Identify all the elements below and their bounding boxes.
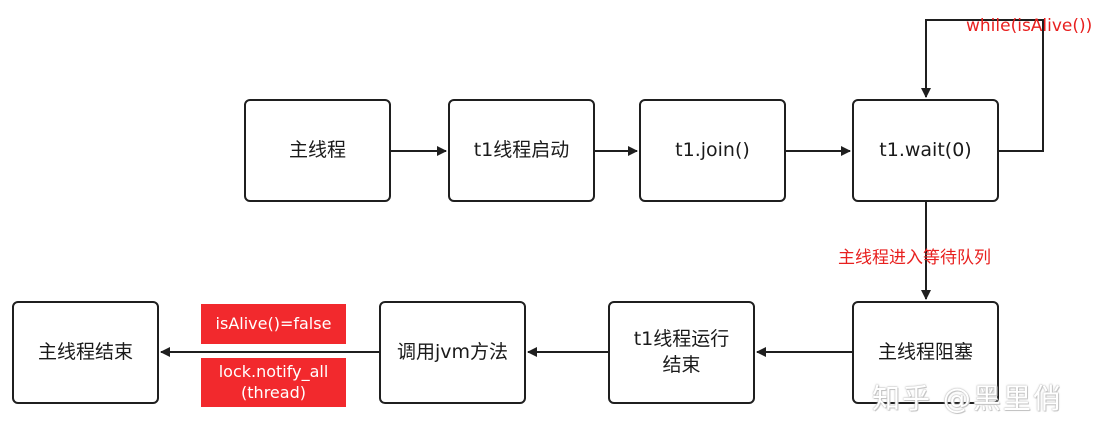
node-main-thread-label: 主线程: [288, 138, 346, 161]
node-main-end-label: 主线程结束: [37, 340, 133, 363]
loop-condition-label: while(isAlive()): [966, 16, 1093, 36]
node-t1-join-label: t1.join(): [675, 138, 750, 161]
notify-all-line1: lock.notify_all: [218, 361, 329, 381]
node-t1-start-label: t1线程启动: [473, 138, 570, 161]
node-call-jvm-label: 调用jvm方法: [396, 340, 509, 363]
node-t1-wait: t1.wait(0): [852, 99, 999, 202]
is-alive-false-badge: isAlive()=false: [201, 304, 346, 344]
is-alive-false-text: isAlive()=false: [215, 313, 332, 333]
arrow-while-loop: [921, 19, 1044, 152]
node-t1-end: t1线程运行结束: [608, 301, 755, 404]
node-t1-wait-label: t1.wait(0): [879, 138, 972, 161]
node-main-blocked-label: 主线程阻塞: [877, 340, 973, 363]
node-main-end: 主线程结束: [12, 301, 159, 404]
watermark: 知乎 @黑里俏: [872, 382, 1063, 415]
notify-all-badge: lock.notify_all (thread): [201, 358, 346, 407]
node-t1-start: t1线程启动: [448, 99, 595, 202]
node-main-thread: 主线程: [244, 99, 391, 202]
node-t1-join: t1.join(): [639, 99, 786, 202]
notify-all-line2: (thread): [241, 382, 306, 402]
wait-queue-label: 主线程进入等待队列: [838, 248, 991, 268]
node-t1-end-label: t1线程运行结束: [633, 327, 730, 376]
node-call-jvm: 调用jvm方法: [379, 301, 526, 404]
node-main-blocked: 主线程阻塞: [852, 301, 999, 404]
